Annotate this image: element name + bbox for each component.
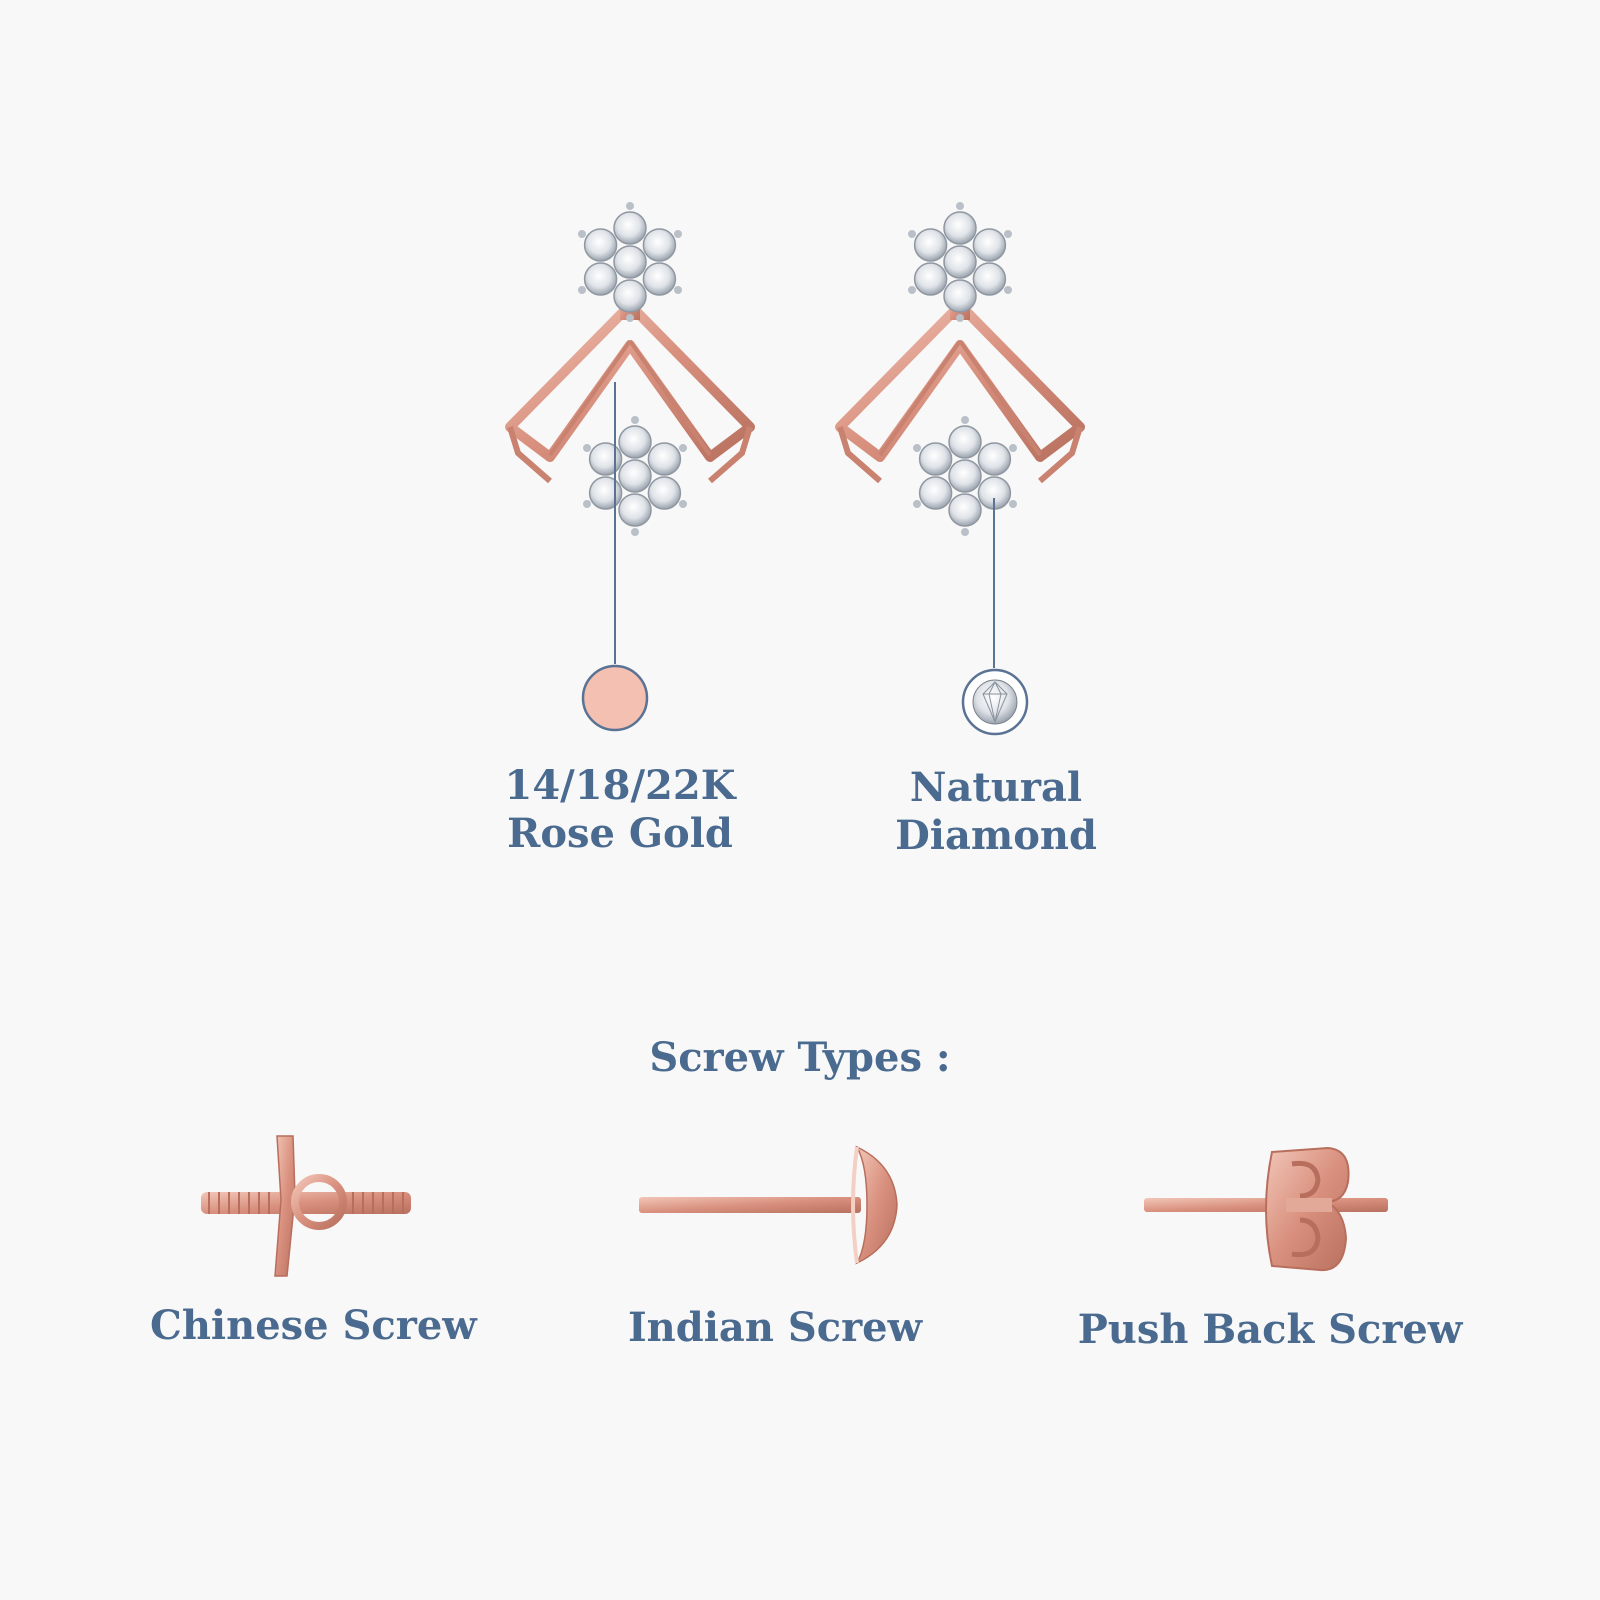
metal-label: 14/18/22K Rose Gold (460, 762, 780, 858)
metal-label-line1: 14/18/22K (504, 762, 736, 809)
chinese-screw-icon (195, 1130, 425, 1280)
metal-label-line2: Rose Gold (507, 810, 733, 857)
push-back-screw-icon (1140, 1140, 1400, 1280)
diamond-swatch-icon (961, 668, 1029, 736)
chinese-screw-label: Chinese Screw (150, 1302, 477, 1349)
stone-label: Natural Diamond (836, 764, 1156, 860)
rose-gold-swatch-icon (581, 664, 649, 732)
indian-screw-label: Indian Screw (627, 1304, 923, 1351)
push-back-screw-label: Push Back Screw (1077, 1306, 1463, 1353)
screw-types-heading: Screw Types : (649, 1034, 951, 1081)
leader-lines (614, 382, 995, 668)
earring-left-image (480, 180, 780, 550)
stone-label-line2: Diamond (895, 812, 1097, 859)
indian-screw-icon (635, 1135, 915, 1275)
stone-label-line1: Natural (909, 764, 1083, 811)
earring-right-image (810, 180, 1110, 550)
